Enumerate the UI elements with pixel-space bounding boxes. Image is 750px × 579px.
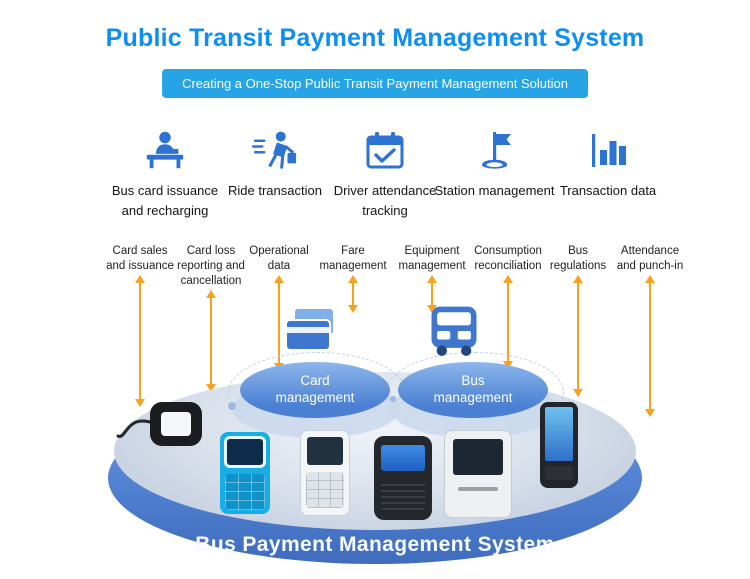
flow-equipment-management: Equipment management [396,244,468,306]
flow-consumption-reconciliation: Consumption reconciliation [467,244,549,362]
flow-attendance-punch-in: Attendance and punch-in [614,244,686,410]
device-screen [227,439,263,465]
device-screen [381,445,425,471]
handheld-pos-blue-device [220,432,270,514]
ride-transaction-icon [215,124,335,172]
device-grille [381,480,425,510]
feature-station-management: Station management [427,124,562,201]
flow-label: Operational data [249,245,309,272]
handheld-pda-device [540,402,578,488]
bus-icon [424,302,484,365]
decor-dot [390,396,396,402]
feature-transaction-data: Transaction data [548,124,668,201]
module-label: Card management [275,373,355,405]
feature-driver-attendance: Driver attendance tracking [325,124,445,220]
decor-dot [228,402,236,410]
page-title: Public Transit Payment Management System [105,24,645,52]
ticket-machine-white-device [444,430,512,518]
usb-cable-icon [116,419,152,438]
flow-label: Equipment management [398,245,466,272]
flow-label: Attendance and punch-in [616,245,684,272]
handheld-pos-white-device [300,430,350,516]
feature-label: Bus card issuance and recharging [111,183,219,218]
double-arrow-icon [210,296,212,385]
usb-card-reader-device [116,398,202,454]
feature-ride-transaction: Ride transaction [215,124,335,201]
module-card-management: Card management [240,362,390,418]
attendance-calendar-icon [325,124,445,172]
feature-bus-card-issuance: Bus card issuance and recharging [100,124,230,220]
device-buttons [545,466,573,480]
double-arrow-icon [577,281,579,390]
feature-label: Transaction data [559,183,657,198]
card-on-reader [161,412,191,436]
card-reader-body [150,402,202,446]
device-screen [545,407,573,461]
bus-validator-black-device [374,436,432,520]
device-keypad [225,474,265,510]
card-issuance-icon [100,124,230,172]
module-bus-management: Bus management [398,362,548,418]
feature-label: Station management [434,183,555,198]
subtitle-banner: Creating a One-Stop Public Transit Payme… [162,69,588,98]
feature-label: Ride transaction [228,183,322,198]
flow-label: Card loss reporting and cancellation [177,245,245,287]
platform-caption: Bus Payment Management System [195,533,555,556]
flow-label: Fare management [319,245,387,272]
device-screen [307,437,343,465]
double-arrow-icon [278,281,280,364]
device-keypad [306,472,344,508]
double-arrow-icon [649,281,651,410]
double-arrow-icon [352,281,354,306]
transaction-chart-icon [548,124,668,172]
device-card-slot [458,487,498,491]
module-label: Bus management [433,373,513,405]
flow-card-loss: Card loss reporting and cancellation [172,244,250,385]
flow-label: Consumption reconciliation [474,245,542,272]
flow-card-sales: Card sales and issuance [105,244,175,400]
double-arrow-icon [139,281,141,400]
double-arrow-icon [507,281,509,362]
feature-label: Driver attendance tracking [333,183,437,218]
bank-cards-icon [278,306,342,365]
device-screen [453,439,503,475]
flow-fare-management: Fare management [317,244,389,306]
flow-operational-data: Operational data [246,244,312,364]
flow-bus-regulations: Bus regulations [546,244,610,390]
double-arrow-icon [431,281,433,306]
station-flag-icon [427,124,562,172]
flow-label: Bus regulations [549,245,607,272]
flow-label: Card sales and issuance [106,245,174,272]
